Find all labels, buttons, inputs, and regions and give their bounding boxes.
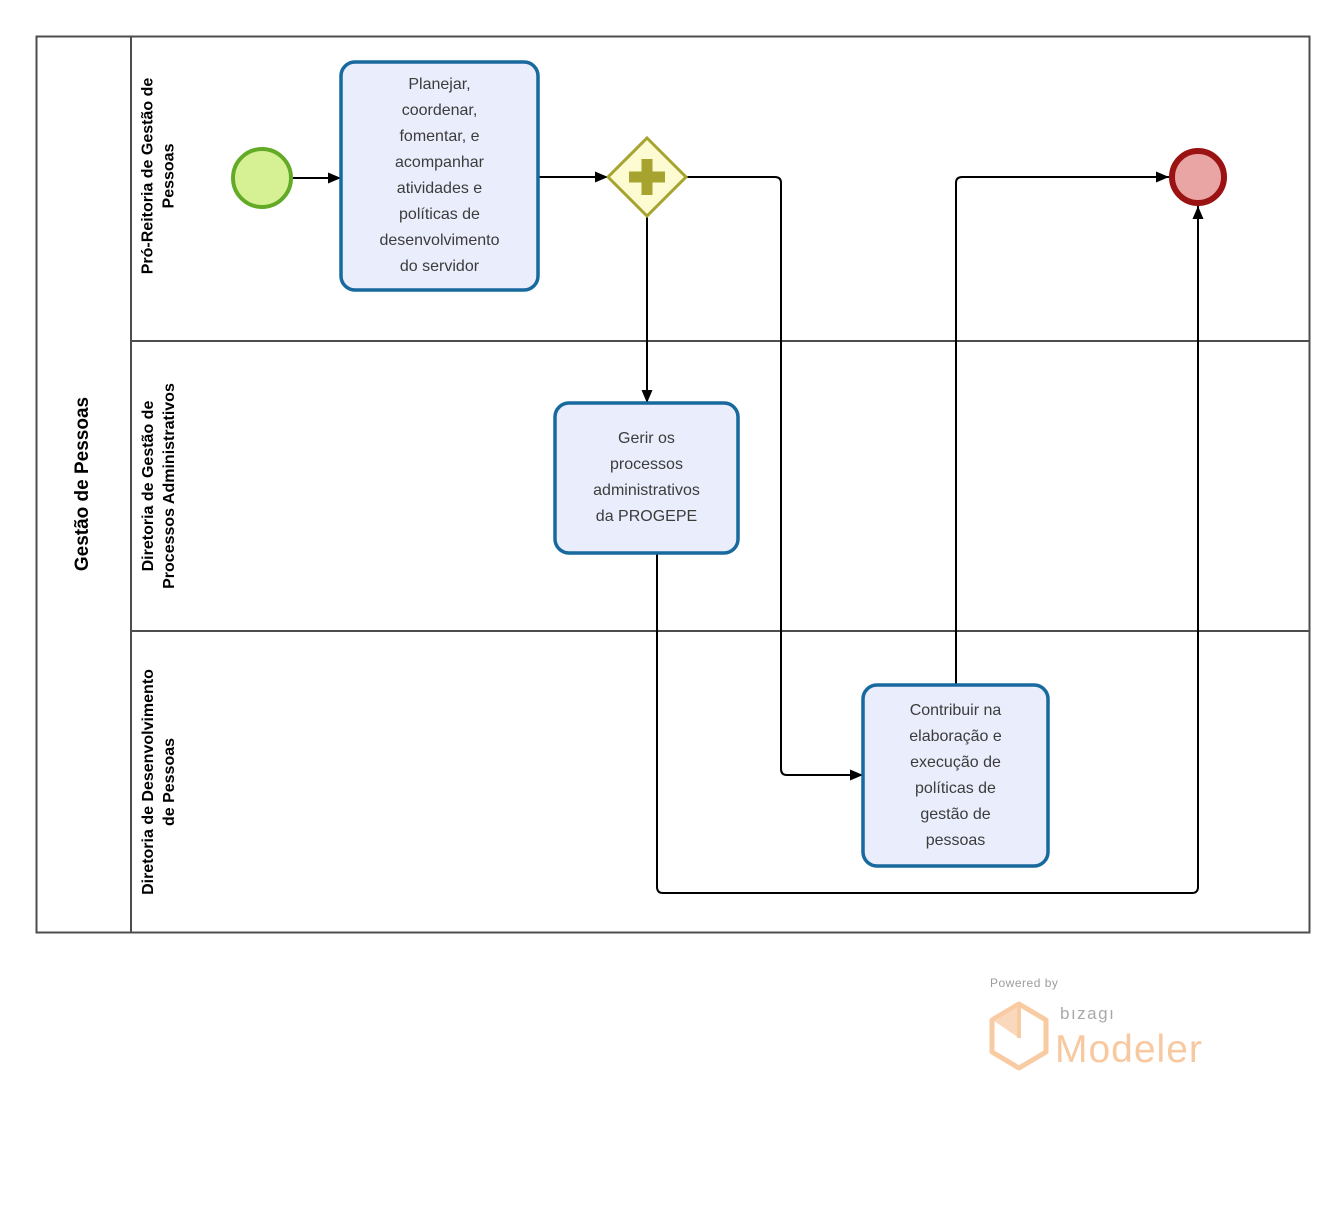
lane-label-diretoria-processos: Diretoria de Gestão de Processos Adminis…	[140, 383, 178, 589]
lane-label-diretoria-desenvolvimento: Diretoria de Desenvolvimento de Pessoas	[140, 669, 178, 895]
powered-by-text: Powered by	[990, 976, 1059, 990]
flow-contribuir-to-end	[955, 171, 1169, 685]
flow-gerir-to-end	[656, 206, 1204, 894]
bizagi-logo-icon	[989, 1001, 1049, 1071]
task-gerir	[553, 401, 740, 555]
task-contribuir	[861, 683, 1050, 868]
start-event-icon	[231, 147, 293, 209]
end-event-icon	[1169, 148, 1227, 206]
task-planejar-label: Planejar, coordenar, fomentar, e acompan…	[379, 76, 500, 275]
flow-gateway-to-contribuir	[686, 176, 863, 781]
task-gerir-label: Gerir os processos administrativos da PR…	[593, 430, 700, 525]
bizagi-brand-text: bızagı	[1060, 1004, 1116, 1023]
parallel-gateway-plus-icon	[629, 159, 665, 195]
pool-label: Gestão de Pessoas	[72, 396, 93, 572]
pool-gestao-de-pessoas	[35, 35, 1311, 934]
task-planejar	[339, 60, 540, 292]
modeler-product-text: Modeler	[1055, 1028, 1203, 1071]
task-contribuir-label: Contribuir na elaboração e execução de p…	[909, 701, 1002, 849]
lane-label-pro-reitoria: Pró-Reitoria de Gestão de Pessoas	[139, 77, 178, 275]
